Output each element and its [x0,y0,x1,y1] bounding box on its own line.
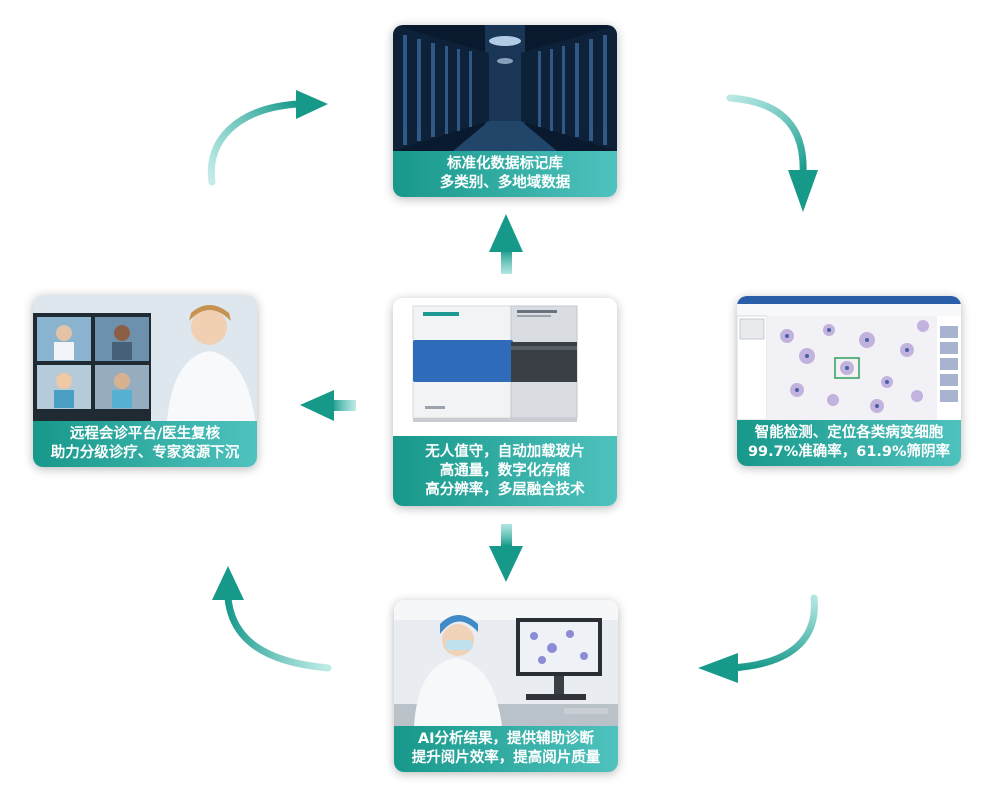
arrow-center-down [489,524,523,582]
arrow-center-up [489,214,523,274]
video-conference-image [33,295,257,421]
caption-line-1: AI分析结果，提供辅助诊断 [417,731,595,747]
arrow-top-to-right [726,94,818,212]
card-remote-consultation: 远程会诊平台/医生复核 助力分级诊疗、专家资源下沉 [33,295,257,467]
arrow-right-to-bottom [698,594,818,683]
card-caption: AI分析结果，提供辅助诊断 提升阅片效率，提高阅片质量 [394,726,618,772]
caption-line-2: 提升阅片效率，提高阅片质量 [411,750,601,766]
card-caption: 标准化数据标记库 多类别、多地域数据 [393,151,617,197]
arrow-center-left [300,390,356,421]
arrow-left-to-top [207,90,328,186]
card-caption: 无人值守，自动加载玻片 高通量，数字化存储 高分辨率，多层融合技术 [393,436,617,506]
card-caption: 远程会诊平台/医生复核 助力分级诊疗、专家资源下沉 [33,421,257,467]
caption-line-1: 远程会诊平台/医生复核 [69,426,221,442]
card-slide-scanner: 无人值守，自动加载玻片 高通量，数字化存储 高分辨率，多层融合技术 [393,298,617,506]
server-room-image [393,25,617,151]
caption-line-1: 智能检测、定位各类病变细胞 [754,425,944,441]
caption-line-1: 无人值守，自动加载玻片 [425,443,585,460]
caption-line-2: 高通量，数字化存储 [439,462,571,479]
card-ai-diagnosis: AI分析结果，提供辅助诊断 提升阅片效率，提高阅片质量 [394,600,618,772]
scanner-device-image [393,298,617,430]
caption-line-1: 标准化数据标记库 [447,156,563,172]
caption-line-3: 高分辨率，多层融合技术 [425,481,585,498]
card-ai-detection: 智能检测、定位各类病变细胞 99.7%准确率，61.9%筛阴率 [737,296,961,466]
card-caption: 智能检测、定位各类病变细胞 99.7%准确率，61.9%筛阴率 [737,420,961,466]
cell-detection-screenshot [737,296,961,420]
caption-line-2: 助力分级诊疗、专家资源下沉 [50,445,240,461]
caption-line-2: 多类别、多地域数据 [439,175,571,191]
caption-line-2: 99.7%准确率，61.9%筛阴率 [747,444,951,460]
doctor-workstation-image [394,600,618,726]
arrow-bottom-to-left [212,566,332,672]
card-data-library: 标准化数据标记库 多类别、多地域数据 [393,25,617,197]
